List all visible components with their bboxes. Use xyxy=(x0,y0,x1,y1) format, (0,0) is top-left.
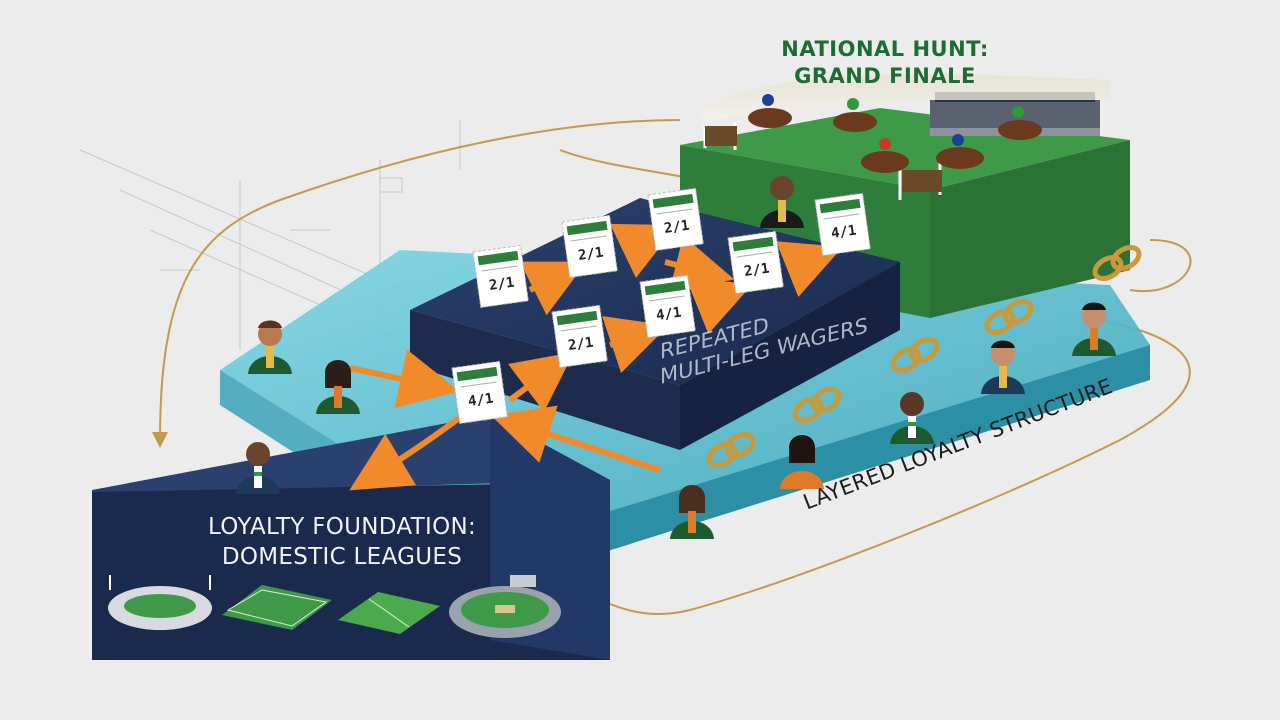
betting-slip-icon: 2/1 xyxy=(551,304,608,369)
chain-links xyxy=(706,245,1142,468)
slip-odds: 2/1 xyxy=(488,275,515,294)
supporter-icon xyxy=(780,435,824,489)
foundation-box xyxy=(92,415,610,660)
arrow-icon xyxy=(686,278,753,334)
arrow-icon xyxy=(519,261,587,316)
slip-odds: 4/1 xyxy=(467,391,494,410)
venue-icons xyxy=(108,575,561,638)
loop-guide-line xyxy=(152,119,1192,616)
arrow-icon xyxy=(349,407,472,491)
slip-odds: 4/1 xyxy=(830,223,857,242)
cricket-ground-icon xyxy=(449,575,561,638)
chain-link-icon xyxy=(706,432,756,468)
foundation-title-line2: DOMESTIC LEAGUES xyxy=(221,544,463,570)
arrow-icon xyxy=(609,223,678,279)
betting-slip-icon: 2/1 xyxy=(727,230,784,295)
chain-link-icon xyxy=(792,387,842,423)
slip-odds: 2/1 xyxy=(743,261,770,280)
betting-slip-icon: 4/1 xyxy=(814,192,871,257)
supporter-icon xyxy=(760,176,804,228)
slip-odds: 4/1 xyxy=(655,305,682,324)
foundation-title-line1: LOYALTY FOUNDATION: xyxy=(207,514,477,540)
supporter-icon xyxy=(1072,302,1116,356)
betting-slip-icon: 2/1 xyxy=(647,187,704,252)
grand-finale-title: NATIONAL HUNT: GRAND FINALE xyxy=(720,36,1050,90)
arrow-icon xyxy=(508,352,574,412)
supporter-icon xyxy=(248,320,292,374)
chain-link-icon xyxy=(890,337,940,373)
chain-link-icon xyxy=(1092,245,1142,281)
betting-slip-icon: 2/1 xyxy=(561,214,618,279)
grand-finale-title-line1: NATIONAL HUNT: xyxy=(781,37,989,61)
supporter-icon xyxy=(316,360,360,414)
horse-racing-icon xyxy=(748,94,1042,173)
supporter-icon xyxy=(890,392,934,444)
arrow-icon xyxy=(349,349,460,409)
stadium-icon xyxy=(108,575,212,630)
foundation-title: LOYALTY FOUNDATION: DOMESTIC LEAGUES xyxy=(112,512,572,572)
arrow-icon xyxy=(602,316,669,373)
grand-finale-title-line2: GRAND FINALE xyxy=(794,64,976,88)
slip-odds: 2/1 xyxy=(663,218,690,237)
slip-odds: 2/1 xyxy=(567,335,594,354)
chain-link-icon xyxy=(984,299,1034,335)
arrow-icon xyxy=(491,405,661,473)
betting-slip-icon: 2/1 xyxy=(472,244,529,309)
betting-slip-icon: 4/1 xyxy=(451,360,508,425)
supporter-icon xyxy=(236,442,280,494)
flow-arrows xyxy=(349,223,843,491)
betting-slips: 2/1 2/1 2/1 4/1 2/1 xyxy=(451,187,871,425)
football-pitch-icon xyxy=(222,585,332,630)
betting-slip-icon: 4/1 xyxy=(639,274,696,339)
supporters xyxy=(236,176,1116,539)
supporter-icon xyxy=(981,340,1025,394)
arrow-icon xyxy=(776,241,843,297)
rugby-pitch-icon xyxy=(338,592,440,634)
supporter-icon xyxy=(670,485,714,539)
slip-odds: 2/1 xyxy=(577,245,604,264)
arrow-icon xyxy=(664,235,735,294)
